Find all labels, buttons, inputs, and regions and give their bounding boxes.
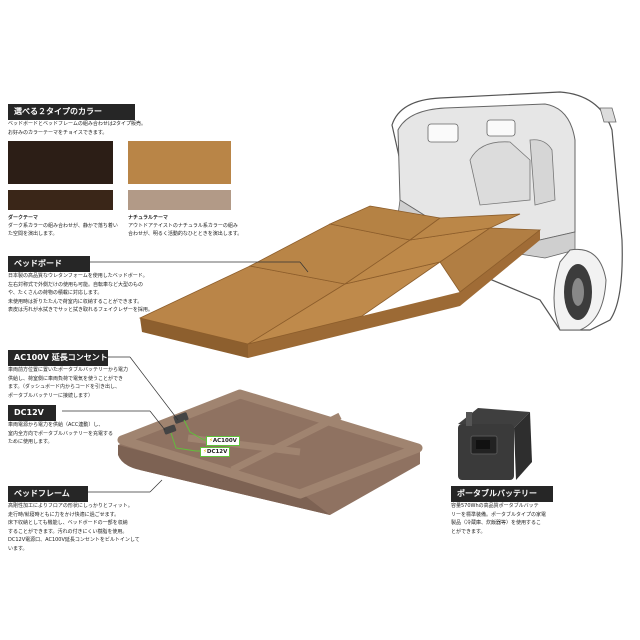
lightning-icon: ⚡ bbox=[209, 438, 213, 444]
bedboard-desc: 日本製の高品質なウレタンフォームを使用したベッドボード。 左右対称式で外側だけの… bbox=[8, 273, 153, 313]
dark-theme-name: ダークテーマ bbox=[8, 215, 39, 221]
dc12v-title: DC12V bbox=[8, 405, 56, 421]
dc12v-tag: ⚡DC12V bbox=[200, 447, 231, 457]
dark-board-swatch bbox=[8, 141, 113, 184]
natural-theme-name: ナチュラルテーマ bbox=[128, 215, 169, 221]
dc12v-desc: 車両電源から電力を供給（ACC連動）し、 室内全方向でポータブルバッテリーを充電… bbox=[8, 422, 114, 445]
colors-section-title: 選べる２タイプのカラー bbox=[8, 104, 135, 120]
portable-battery-illustration bbox=[458, 408, 532, 480]
frame-desc: 高剛性加工によりフロアの形状にしっかりとフィット。 走行時/就寝時ともに力をかけ… bbox=[8, 503, 140, 552]
lightning-icon: ⚡ bbox=[203, 449, 207, 455]
natural-theme-caption: ナチュラルテーマ アウトドアテイストのナチュラル系カラーの組み 合わせが、明るく… bbox=[128, 214, 246, 238]
ac100v-title: AC100V 延長コンセント bbox=[8, 350, 108, 366]
tag-connectors bbox=[170, 419, 206, 452]
bed-frame-illustration bbox=[117, 389, 423, 515]
ac100v-desc: 車両前方位置に置いたポータブルバッテリーから電力 供給し、荷室側に車両負荷で電気… bbox=[8, 367, 129, 399]
bedboard-title: ベッドボード bbox=[8, 256, 90, 272]
battery-title: ポータブルバッテリー bbox=[451, 486, 553, 502]
frame-title: ベッドフレーム bbox=[8, 486, 88, 502]
van-illustration bbox=[391, 91, 623, 331]
bed-board-illustration bbox=[138, 205, 542, 358]
natural-frame-swatch bbox=[128, 190, 231, 210]
colors-section-desc: ベッドボードとベッドフレームの組み合わせは2タイプ販売。 お好みのカラーテーマを… bbox=[8, 121, 147, 136]
natural-board-swatch bbox=[128, 141, 231, 184]
battery-desc: 容量570Whの高品質ポータブルバッテ リーを標準装備。ポータブルタイプの家電 … bbox=[451, 503, 547, 535]
ac100v-tag: ⚡AC100V bbox=[206, 436, 240, 446]
dark-frame-swatch bbox=[8, 190, 113, 210]
dark-theme-caption: ダークテーマ ダーク系カラーの組み合わせが、静かで落ち着い た空間を演出します。 bbox=[8, 214, 123, 238]
